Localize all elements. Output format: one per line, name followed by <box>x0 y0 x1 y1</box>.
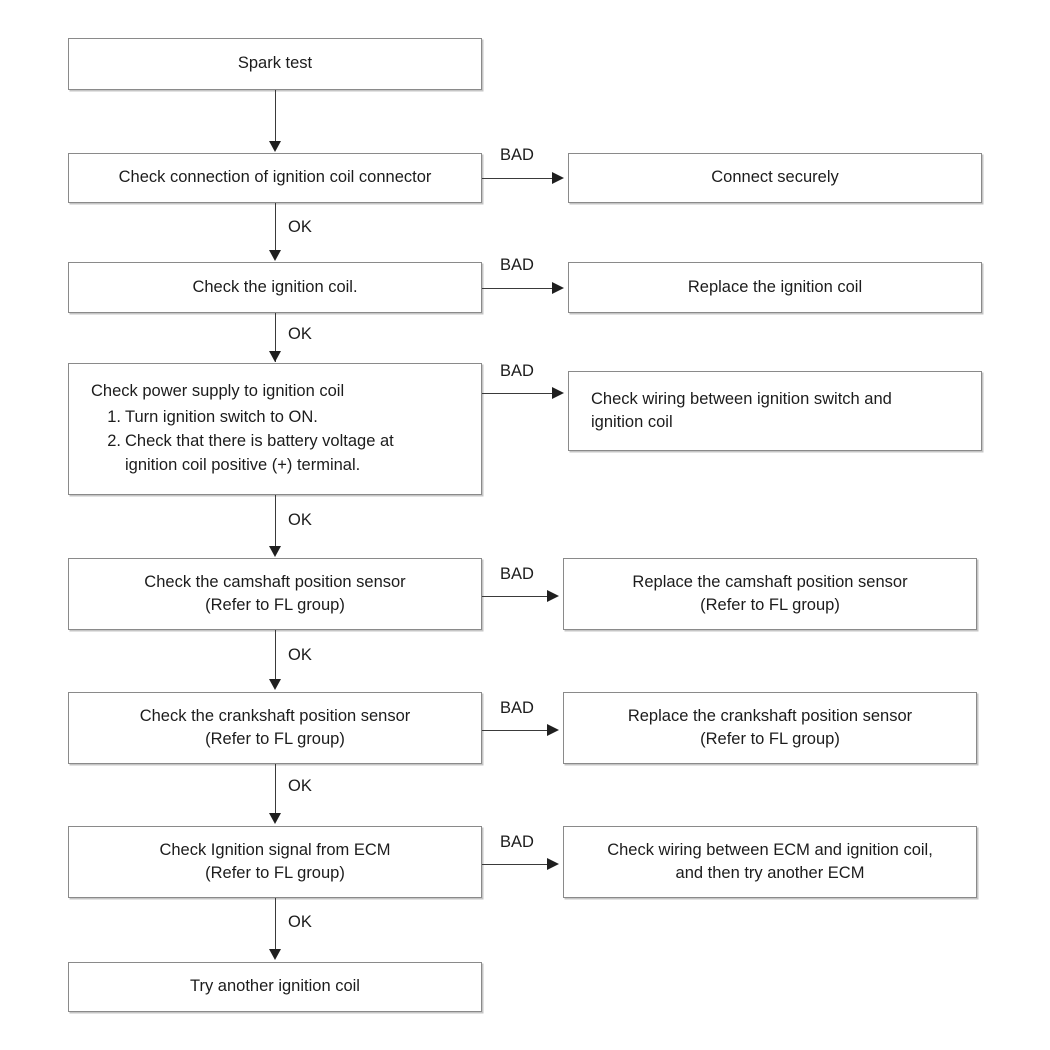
edge-label-bad-4: BAD <box>500 565 534 583</box>
arrowhead-bad-1 <box>552 172 564 184</box>
node-replace-crankshaft-sensor-label: Replace the crankshaft position sensor (… <box>627 706 913 748</box>
arrowhead-ok-4 <box>269 679 281 690</box>
arrowhead-ok-5 <box>269 813 281 824</box>
arrowhead-ok-6 <box>269 949 281 960</box>
connector-spark-to-connector <box>275 90 276 142</box>
node-check-ecm-signal-label: Check Ignition signal from ECM (Refer to… <box>159 840 391 882</box>
node-replace-coil-label: Replace the ignition coil <box>687 277 863 296</box>
connector-bad-3 <box>482 393 554 394</box>
arrowhead-bad-5 <box>547 724 559 736</box>
node-replace-camshaft-sensor: Replace the camshaft position sensor (Re… <box>563 558 977 630</box>
edge-label-bad-3: BAD <box>500 362 534 380</box>
node-replace-camshaft-sensor-label: Replace the camshaft position sensor (Re… <box>632 572 908 614</box>
power-supply-step-2-text: Check that there is battery voltage at i… <box>125 431 394 474</box>
edge-label-ok-4: OK <box>288 646 312 664</box>
power-supply-step-2-number: 2. <box>107 431 121 450</box>
node-check-wiring-ecm: Check wiring between ECM and ignition co… <box>563 826 977 898</box>
node-check-coil: Check the ignition coil. <box>68 262 482 313</box>
edge-label-bad-2: BAD <box>500 256 534 274</box>
connector-ok-1 <box>275 203 276 251</box>
power-supply-step-1-number: 1. <box>107 407 121 426</box>
node-check-ecm-signal: Check Ignition signal from ECM (Refer to… <box>68 826 482 898</box>
node-connect-securely-label: Connect securely <box>711 168 839 187</box>
node-check-camshaft-sensor: Check the camshaft position sensor (Refe… <box>68 558 482 630</box>
node-check-camshaft-sensor-label: Check the camshaft position sensor (Refe… <box>144 572 406 614</box>
power-supply-step-list: 1. Turn ignition switch to ON. 2. Check … <box>91 406 471 478</box>
arrowhead-ok-2 <box>269 351 281 362</box>
node-connect-securely: Connect securely <box>568 153 982 203</box>
node-replace-crankshaft-sensor: Replace the crankshaft position sensor (… <box>563 692 977 764</box>
power-supply-step-1-text: Turn ignition switch to ON. <box>125 407 318 426</box>
connector-bad-2 <box>482 288 554 289</box>
arrowhead-ok-3 <box>269 546 281 557</box>
connector-bad-4 <box>482 596 549 597</box>
connector-bad-6 <box>482 864 549 865</box>
connector-ok-2 <box>275 313 276 362</box>
power-supply-step-2: 2. Check that there is battery voltage a… <box>107 430 471 478</box>
node-check-wiring-ecm-label: Check wiring between ECM and ignition co… <box>607 840 933 882</box>
connector-ok-4 <box>275 630 276 680</box>
node-try-another-coil-label: Try another ignition coil <box>190 977 360 996</box>
power-supply-step-1: 1. Turn ignition switch to ON. <box>107 406 471 430</box>
node-check-coil-label: Check the ignition coil. <box>192 277 358 296</box>
edge-label-ok-5: OK <box>288 777 312 795</box>
edge-label-ok-6: OK <box>288 913 312 931</box>
node-check-connector-label: Check connection of ignition coil connec… <box>118 168 432 187</box>
arrowhead-bad-3 <box>552 387 564 399</box>
connector-ok-3 <box>275 495 276 547</box>
edge-label-bad-5: BAD <box>500 699 534 717</box>
node-try-another-coil: Try another ignition coil <box>68 962 482 1012</box>
edge-label-bad-6: BAD <box>500 833 534 851</box>
edge-label-ok-3: OK <box>288 511 312 529</box>
connector-bad-1 <box>482 178 554 179</box>
node-check-power-supply: Check power supply to ignition coil 1. T… <box>68 363 482 495</box>
connector-ok-6 <box>275 898 276 950</box>
node-replace-coil: Replace the ignition coil <box>568 262 982 313</box>
node-check-wiring-ignition-switch-label: Check wiring between ignition switch and… <box>591 389 892 431</box>
node-check-crankshaft-sensor-label: Check the crankshaft position sensor (Re… <box>139 706 411 748</box>
node-check-crankshaft-sensor: Check the crankshaft position sensor (Re… <box>68 692 482 764</box>
edge-label-ok-1: OK <box>288 218 312 236</box>
arrowhead-bad-4 <box>547 590 559 602</box>
node-spark-test-label: Spark test <box>237 54 313 73</box>
node-check-power-supply-heading: Check power supply to ignition coil <box>91 382 345 400</box>
node-check-wiring-ignition-switch: Check wiring between ignition switch and… <box>568 371 982 451</box>
arrowhead-ok-1 <box>269 250 281 261</box>
arrowhead-bad-2 <box>552 282 564 294</box>
node-check-connector: Check connection of ignition coil connec… <box>68 153 482 203</box>
connector-bad-5 <box>482 730 549 731</box>
arrowhead-spark-to-connector <box>269 141 281 152</box>
node-spark-test: Spark test <box>68 38 482 90</box>
edge-label-ok-2: OK <box>288 325 312 343</box>
edge-label-bad-1: BAD <box>500 146 534 164</box>
arrowhead-bad-6 <box>547 858 559 870</box>
connector-ok-5 <box>275 764 276 814</box>
